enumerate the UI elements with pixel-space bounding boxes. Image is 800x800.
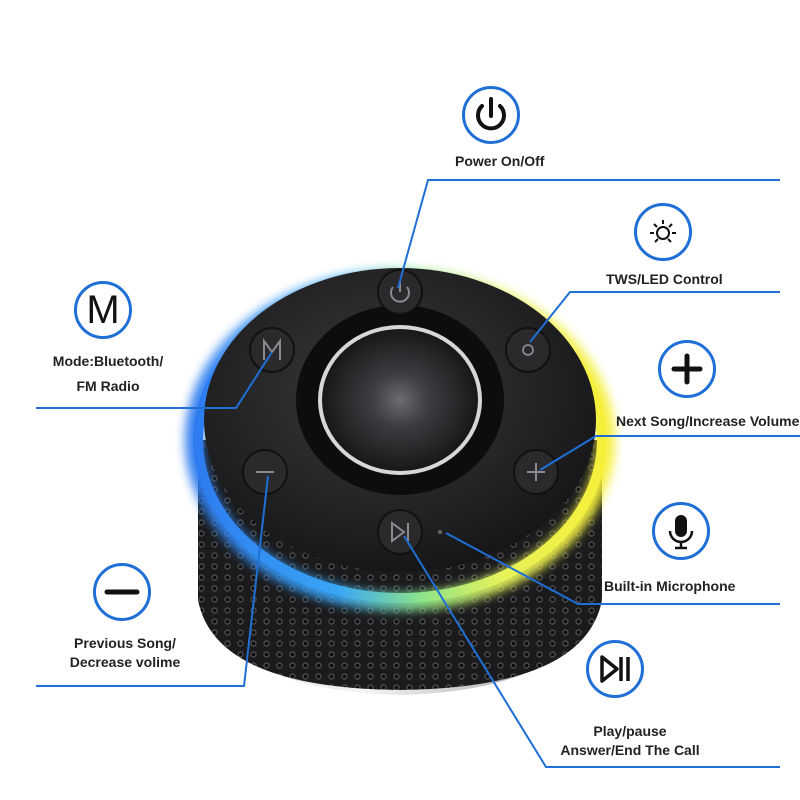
next-label: Next Song/Increase Volume [616, 413, 800, 429]
speaker-plus-button [513, 449, 559, 495]
callout-lines [36, 179, 800, 768]
sun-icon [634, 203, 692, 261]
speaker-power-button [377, 269, 423, 315]
mode-label-line2: FM Radio [76, 378, 140, 394]
previous-label-line1: Previous Song/ [74, 635, 176, 651]
microphone-label: Built-in Microphone [604, 578, 736, 594]
m-letter-icon: M [74, 281, 132, 339]
center-knob [322, 329, 478, 471]
speaker-mode-button [249, 327, 295, 373]
play-label: Play/pause Answer/End The Call [540, 722, 720, 760]
speaker-minus-button [242, 449, 288, 495]
speaker-led-button [505, 327, 551, 373]
previous-label-line2: Decrease volime [69, 654, 181, 670]
m-letter: M [86, 288, 120, 332]
play-pause-icon [586, 640, 644, 698]
speaker-play-button [377, 509, 423, 555]
mic-hole [438, 530, 442, 534]
minus-icon [93, 563, 151, 621]
microphone-icon [652, 502, 710, 560]
mode-label-line1: Mode:Bluetooth/ [52, 353, 164, 369]
mode-label: Mode:Bluetooth/ FM Radio [38, 352, 178, 396]
play-label-line1: Play/pause [593, 723, 667, 739]
plus-icon [658, 340, 716, 398]
previous-label: Previous Song/ Decrease volime [50, 634, 200, 672]
power-icon [462, 86, 520, 144]
tws-led-label: TWS/LED Control [606, 271, 723, 287]
power-label: Power On/Off [455, 153, 545, 169]
play-label-line2: Answer/End The Call [560, 742, 700, 758]
